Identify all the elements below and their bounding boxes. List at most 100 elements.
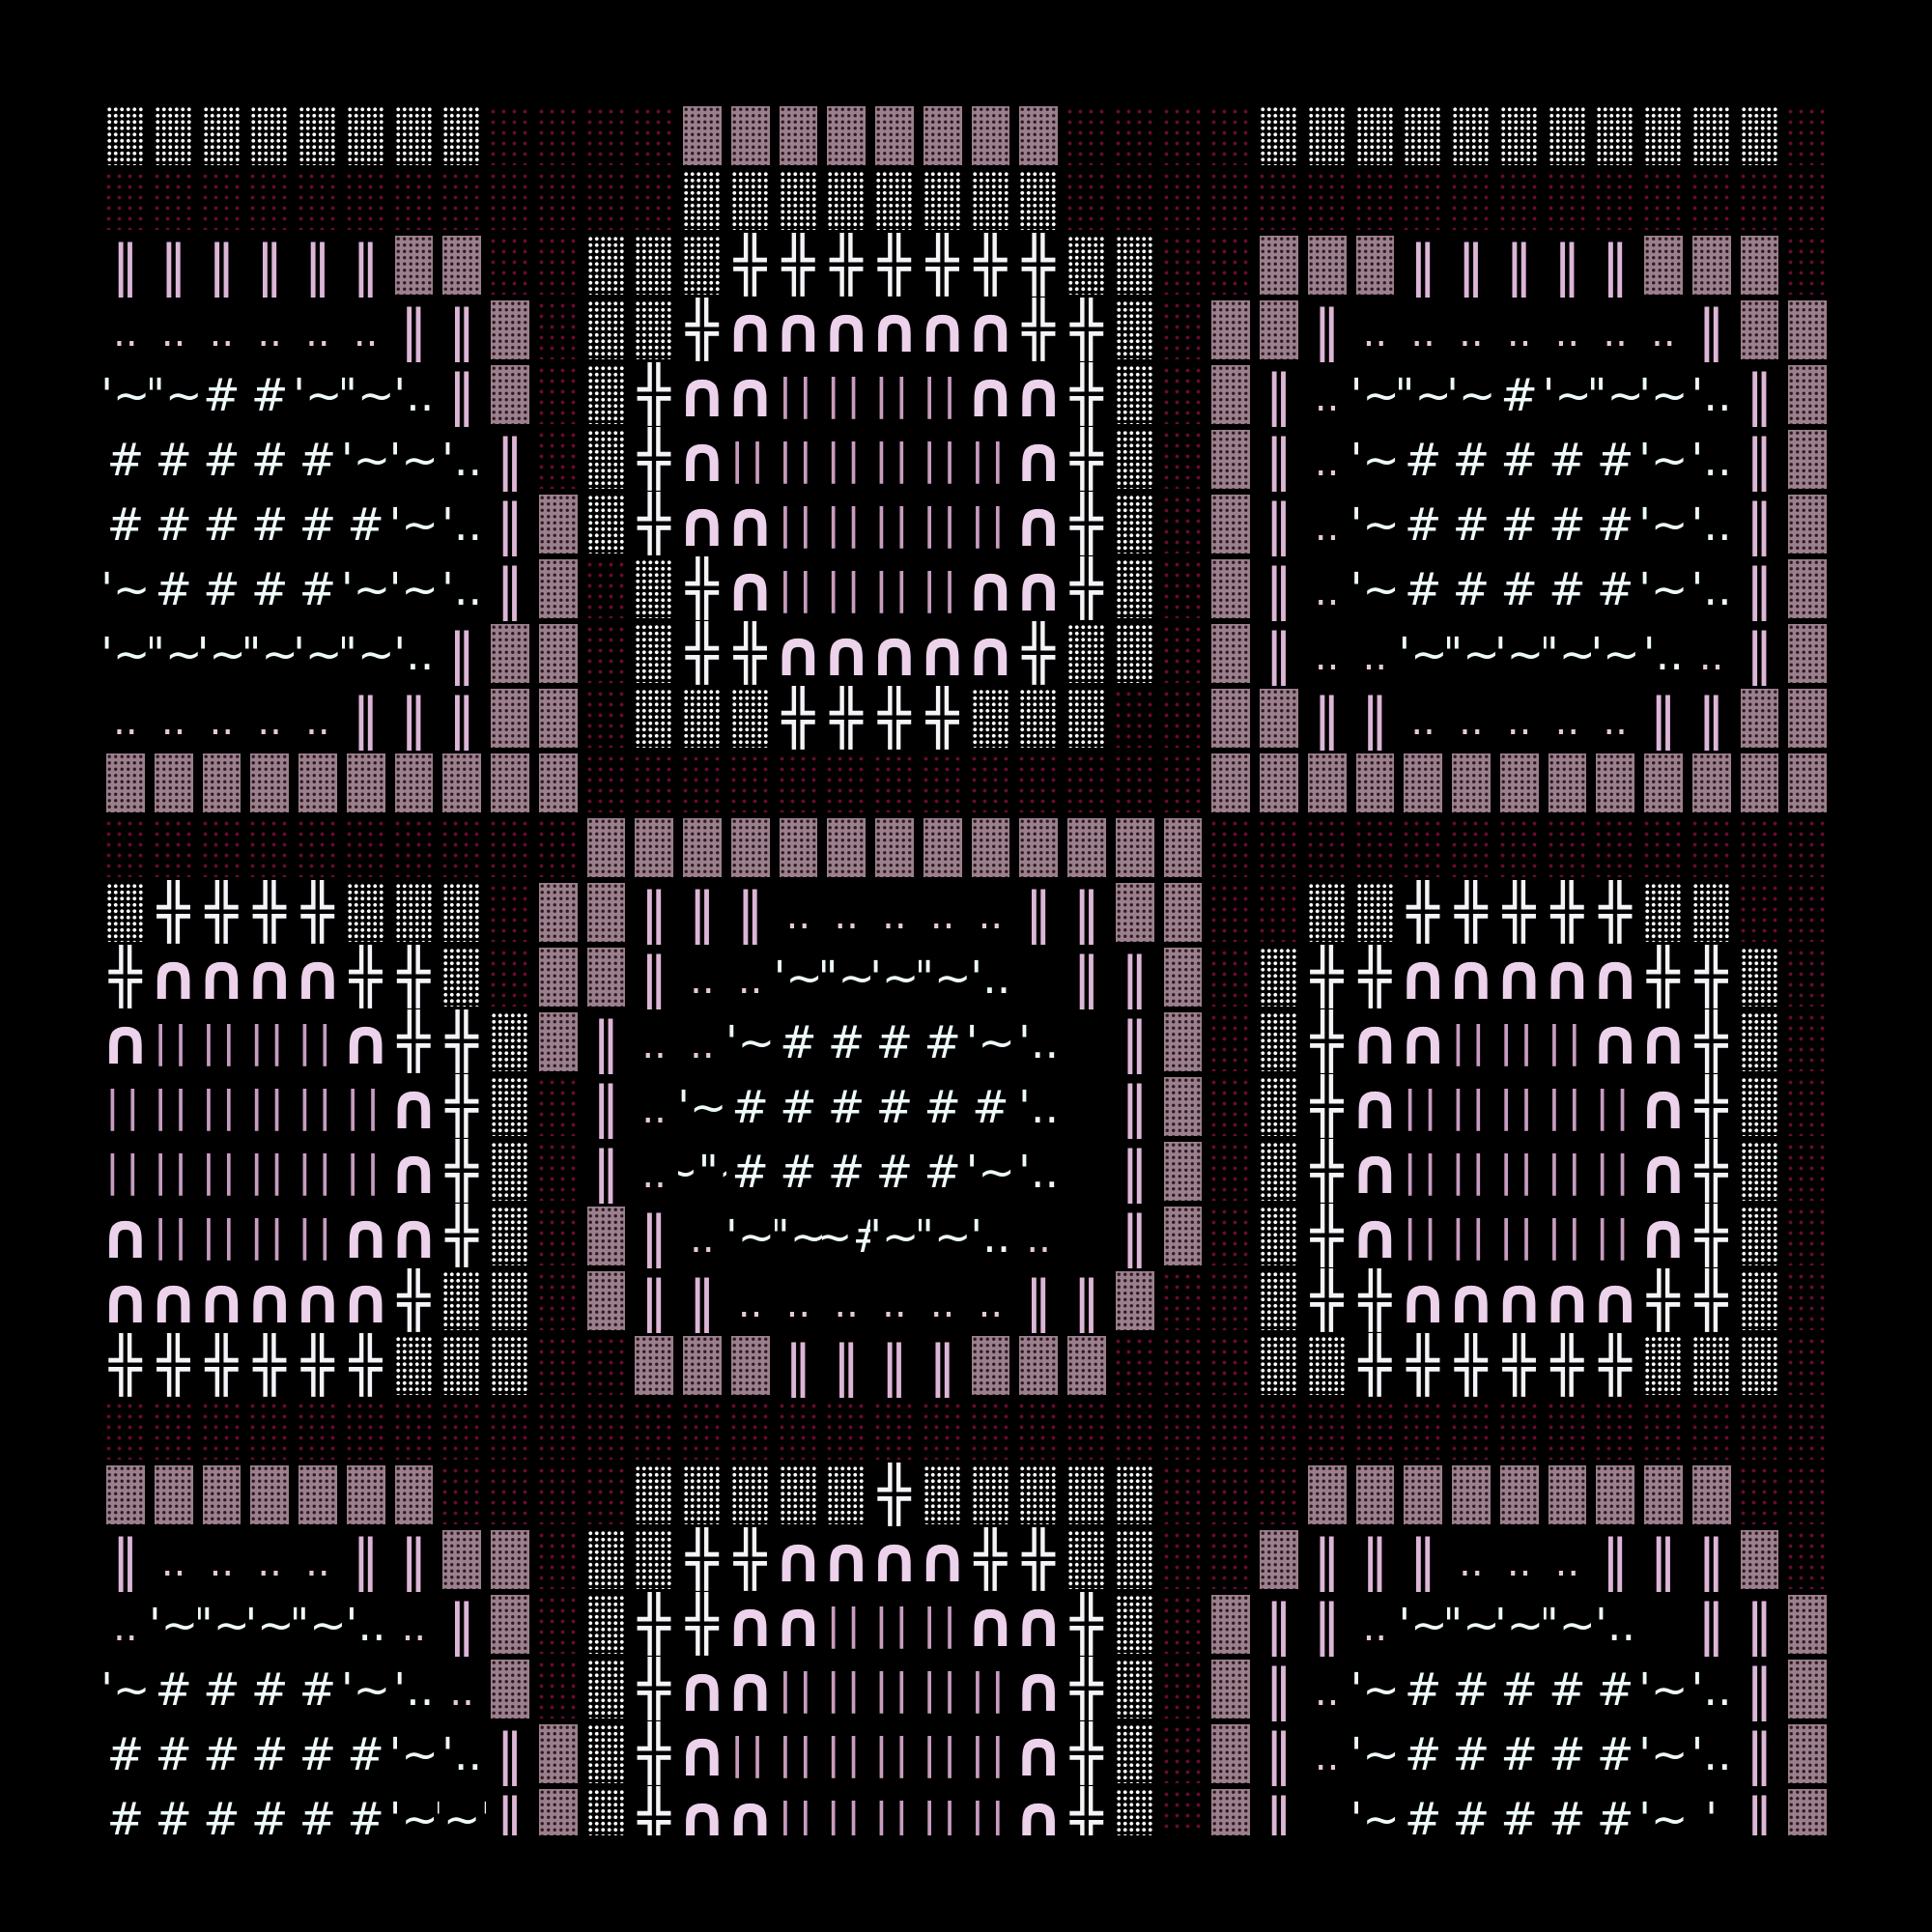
arch-tile: ∩ bbox=[294, 1268, 342, 1333]
thin-bars-tile: || bbox=[345, 1146, 386, 1196]
arch-tile: ∩ bbox=[389, 1074, 439, 1139]
dark-red-floor-tile: ░ bbox=[630, 1398, 678, 1463]
pink-brick-wall-tile: ▓ bbox=[678, 815, 726, 880]
empty-tile bbox=[1303, 1786, 1351, 1835]
dark-red-floor-tile: ░ bbox=[1447, 168, 1495, 233]
floor-dots-tile: .. bbox=[1314, 1670, 1340, 1715]
light-stone-wall-tile: ▒ bbox=[630, 621, 678, 686]
pink-brick-wall-tile: ▓ bbox=[1303, 1463, 1351, 1527]
dark-red-floor-tile: ░ bbox=[1207, 815, 1255, 880]
floor-dots-tile: .. bbox=[209, 699, 235, 744]
light-stone-wall-tile: ▒ bbox=[1111, 1786, 1159, 1835]
dark-red-floor-tile: ░ bbox=[1783, 233, 1832, 298]
thin-bars-tile: || bbox=[874, 1728, 915, 1778]
arch-tile: ∩ bbox=[341, 1009, 390, 1074]
dark-red-floor-tile: ░ bbox=[1736, 880, 1784, 945]
light-stone-wall-tile: ▒ bbox=[1736, 1333, 1784, 1398]
glyph-tile: '~ bbox=[1350, 562, 1400, 615]
pink-brick-wall-tile: ▓ bbox=[1399, 1463, 1447, 1527]
thin-bars-tile: || bbox=[1403, 1210, 1443, 1261]
pink-brick-wall-tile: ▓ bbox=[101, 1463, 150, 1527]
thin-bars-tile: || bbox=[345, 1081, 386, 1131]
light-stone-wall-tile: ▒ bbox=[1111, 427, 1159, 492]
glyph-tile: # bbox=[731, 1080, 769, 1133]
dark-red-floor-tile: ░ bbox=[150, 815, 198, 880]
glyph-tile: "~ bbox=[150, 627, 198, 680]
pink-brick-wall-tile: ▓ bbox=[1255, 751, 1303, 815]
pink-brick-wall-tile: ▓ bbox=[1783, 1786, 1832, 1835]
floor-dots-tile: .. bbox=[882, 1282, 907, 1326]
glyph-tile: # bbox=[1452, 1662, 1491, 1716]
arch-tile: ∩ bbox=[725, 298, 775, 362]
dark-red-floor-tile: ░ bbox=[198, 815, 246, 880]
arch-tile: ∩ bbox=[966, 621, 1015, 686]
light-stone-wall-tile: ▒ bbox=[486, 1204, 534, 1268]
glyph-tile: '~ bbox=[1350, 1727, 1400, 1780]
glyph-tile: # bbox=[827, 1080, 866, 1133]
glyph-tile: '~ bbox=[341, 433, 390, 486]
cross-junction-tile: ╬ bbox=[1022, 298, 1055, 361]
light-stone-wall-tile: ▒ bbox=[967, 1463, 1015, 1527]
light-stone-wall-tile: ▒ bbox=[101, 880, 150, 945]
glyph-tile: # bbox=[1596, 1792, 1634, 1836]
arch-tile: ∩ bbox=[1014, 1786, 1063, 1835]
glyph-tile: '~ bbox=[1494, 1598, 1544, 1651]
floor-dots-tile: .. bbox=[1554, 1541, 1580, 1585]
cross-junction-tile: ╬ bbox=[349, 945, 383, 1009]
glyph-tile: '.. bbox=[1642, 627, 1684, 680]
cross-junction-tile: ╬ bbox=[1502, 880, 1536, 944]
arch-tile: ∩ bbox=[678, 362, 726, 427]
dark-red-floor-tile: ░ bbox=[1159, 1786, 1208, 1835]
thin-bars-tile: || bbox=[970, 498, 1011, 549]
cross-junction-tile: ╬ bbox=[1070, 492, 1103, 555]
light-stone-wall-tile: ▒ bbox=[1111, 298, 1159, 362]
double-pillar-tile: ‖ bbox=[1121, 1139, 1150, 1204]
double-pillar-tile: ‖ bbox=[1264, 1592, 1293, 1657]
glyph-tile: '~ bbox=[1639, 1727, 1688, 1780]
double-pillar-tile: ‖ bbox=[1024, 1268, 1053, 1333]
pink-brick-wall-tile: ▓ bbox=[1736, 751, 1784, 815]
cross-junction-tile: ╬ bbox=[1694, 945, 1728, 1009]
pink-brick-wall-tile: ▓ bbox=[726, 1333, 775, 1398]
pink-brick-wall-tile: ▓ bbox=[1207, 298, 1255, 362]
light-stone-wall-tile: ▒ bbox=[1736, 1268, 1784, 1333]
light-stone-wall-tile: ▒ bbox=[1255, 1009, 1303, 1074]
double-pillar-tile: ‖ bbox=[1601, 1527, 1630, 1592]
pink-brick-wall-tile: ▓ bbox=[1207, 1721, 1255, 1786]
dark-red-floor-tile: ░ bbox=[1399, 168, 1447, 233]
glyph-tile: # bbox=[780, 1015, 817, 1068]
pink-brick-wall-tile: ▓ bbox=[822, 103, 870, 168]
pink-brick-wall-tile: ▓ bbox=[390, 1463, 439, 1527]
light-stone-wall-tile: ▒ bbox=[1014, 686, 1063, 751]
thin-bars-tile: || bbox=[970, 1663, 1011, 1714]
cross-junction-tile: ╬ bbox=[349, 1333, 383, 1397]
dark-red-floor-tile: ░ bbox=[342, 168, 390, 233]
glyph-tile: '~ bbox=[101, 562, 150, 615]
floor-dots-tile: .. bbox=[1362, 1605, 1388, 1650]
dark-red-floor-tile: ░ bbox=[534, 1463, 582, 1527]
glyph-tile: '~ bbox=[725, 1209, 775, 1263]
pink-brick-wall-tile: ▓ bbox=[919, 103, 967, 168]
glyph-tile: # bbox=[1548, 1792, 1586, 1836]
dark-red-floor-tile: ░ bbox=[1159, 233, 1208, 298]
dark-red-floor-tile: ░ bbox=[1639, 1398, 1688, 1463]
double-pillar-tile: ‖ bbox=[352, 233, 381, 298]
dark-red-floor-tile: ░ bbox=[1447, 1398, 1495, 1463]
light-stone-wall-tile: ▒ bbox=[582, 1527, 631, 1592]
thin-bars-tile: || bbox=[1451, 1081, 1492, 1131]
arch-tile: ∩ bbox=[678, 427, 726, 492]
dark-red-floor-tile: ░ bbox=[150, 168, 198, 233]
cross-junction-tile: ╬ bbox=[638, 427, 670, 491]
cross-junction-tile: ╬ bbox=[1310, 945, 1344, 1009]
light-stone-wall-tile: ▒ bbox=[1591, 103, 1639, 168]
floor-dots-tile: .. bbox=[1603, 311, 1628, 355]
arch-tile: ∩ bbox=[725, 1657, 775, 1721]
dark-red-floor-tile: ░ bbox=[582, 751, 631, 815]
glyph-tile: '~ bbox=[197, 627, 246, 680]
double-pillar-tile: ‖ bbox=[1697, 298, 1726, 362]
glyph-tile: # bbox=[1500, 562, 1538, 615]
floor-dots-tile: .. bbox=[1410, 311, 1435, 355]
dark-red-floor-tile: ░ bbox=[1255, 815, 1303, 880]
light-stone-wall-tile: ▒ bbox=[342, 103, 390, 168]
glyph-tile: '~ bbox=[1350, 1662, 1400, 1716]
